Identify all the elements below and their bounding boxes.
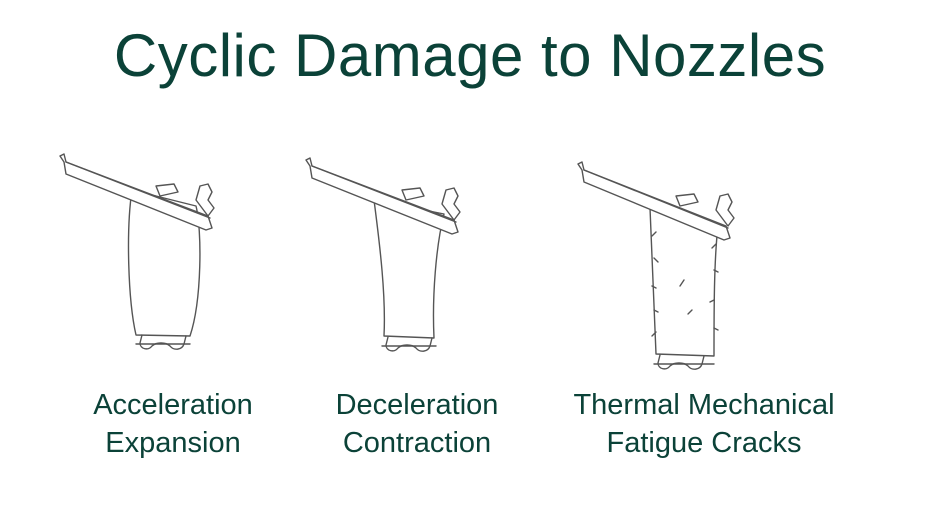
caption-line: Deceleration — [335, 389, 499, 421]
caption-cracks: Thermal Mechanical Fatigue Cracks — [553, 386, 855, 462]
nozzle-contraction-figure — [302, 156, 472, 371]
slide-title: Cyclic Damage to Nozzles — [113, 22, 827, 89]
caption-line: Acceleration — [93, 389, 253, 421]
nozzle-cracks-icon — [577, 161, 735, 370]
nozzle-expansion-icon — [59, 153, 215, 350]
caption-expansion: Acceleration Expansion — [62, 386, 284, 462]
caption-line: Fatigue Cracks — [606, 427, 802, 459]
caption-line: Thermal Mechanical — [573, 389, 835, 421]
caption-line: Contraction — [342, 427, 492, 459]
caption-contraction: Deceleration Contraction — [305, 386, 529, 462]
nozzle-expansion-figure — [56, 150, 226, 365]
nozzle-cracks-figure — [574, 160, 749, 375]
nozzle-contraction-icon — [305, 157, 461, 352]
caption-line: Expansion — [105, 427, 241, 459]
